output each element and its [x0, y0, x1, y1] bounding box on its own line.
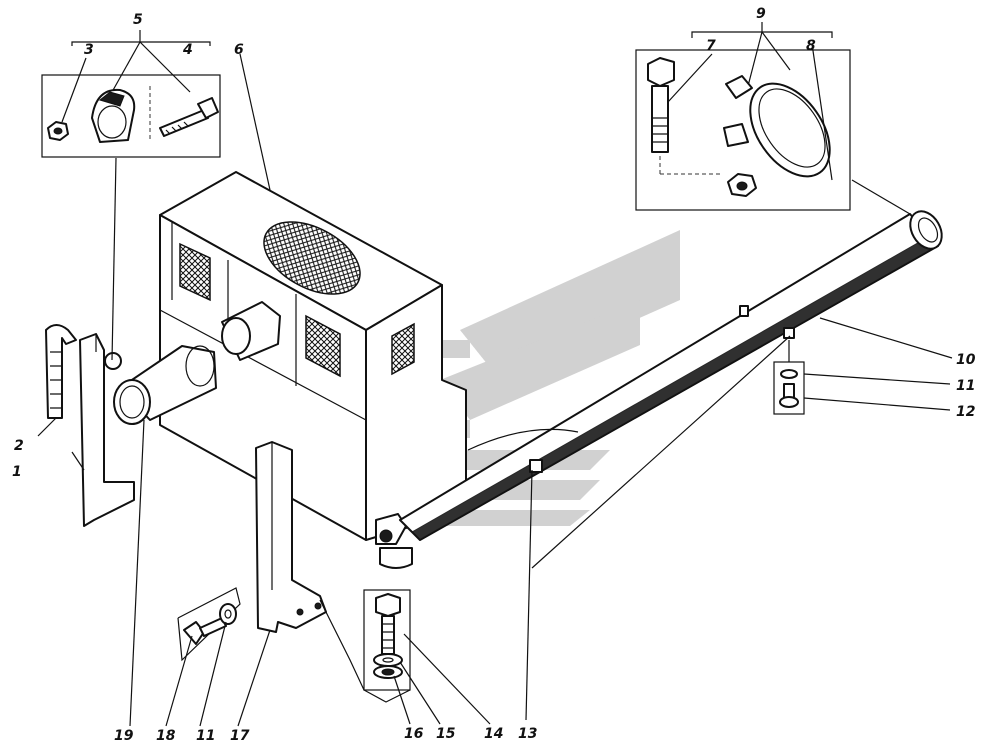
nut-part-8	[727, 173, 757, 197]
callout-17: 17	[230, 728, 250, 744]
inset-clamp-kit	[41, 30, 221, 158]
washer-part-11-left	[219, 603, 237, 625]
callout-11-right: 11	[956, 378, 975, 394]
band-clamp-part-9	[723, 75, 831, 178]
outlet-pipe-part-19	[113, 345, 217, 425]
bolt-part-14	[375, 593, 401, 655]
bolt-washer-kit-left	[177, 587, 241, 662]
leader-lines	[37, 53, 953, 727]
callout-labels: 1 2 3 4 5 6 7 8 9 10 11 11 12 13 14 15 1…	[12, 6, 976, 744]
drain-fitting	[375, 513, 413, 569]
callout-1: 1	[12, 464, 22, 480]
inset-band-clamp-kit	[635, 22, 851, 211]
callout-19: 19	[114, 728, 134, 744]
bracket-part-1	[79, 333, 135, 527]
intake-pipe-part-10	[399, 210, 943, 541]
callout-4: 4	[182, 42, 193, 58]
washer-part-11-right	[780, 369, 798, 379]
callout-11-left: 11	[196, 728, 215, 744]
bolt-part-12	[779, 383, 799, 408]
clamp-part-5	[91, 88, 136, 143]
callout-13: 13	[518, 726, 537, 742]
callout-9: 9	[756, 6, 766, 22]
nut-part-16	[373, 665, 403, 679]
callout-5: 5	[133, 12, 143, 28]
callout-16: 16	[404, 726, 424, 742]
nut-part-3	[47, 121, 69, 141]
callout-18: 18	[156, 728, 176, 744]
callout-8: 8	[806, 38, 816, 54]
callout-15: 15	[436, 726, 456, 742]
hose-part-2	[45, 324, 77, 419]
inlet-stub	[221, 301, 281, 361]
callout-14: 14	[484, 726, 503, 742]
callout-12: 12	[956, 404, 975, 420]
callout-6: 6	[234, 42, 244, 58]
washer-part-15	[373, 653, 403, 667]
air-filter-housing-part-6	[104, 171, 467, 569]
callout-10: 10	[956, 352, 976, 368]
bolt-washer-kit-right	[773, 340, 805, 415]
bolt-part-4	[159, 97, 219, 137]
callout-2: 2	[14, 438, 24, 454]
callout-3: 3	[84, 42, 94, 58]
bolt-part-18	[183, 617, 227, 645]
bolt-part-7	[647, 57, 675, 153]
callout-7: 7	[706, 38, 716, 54]
